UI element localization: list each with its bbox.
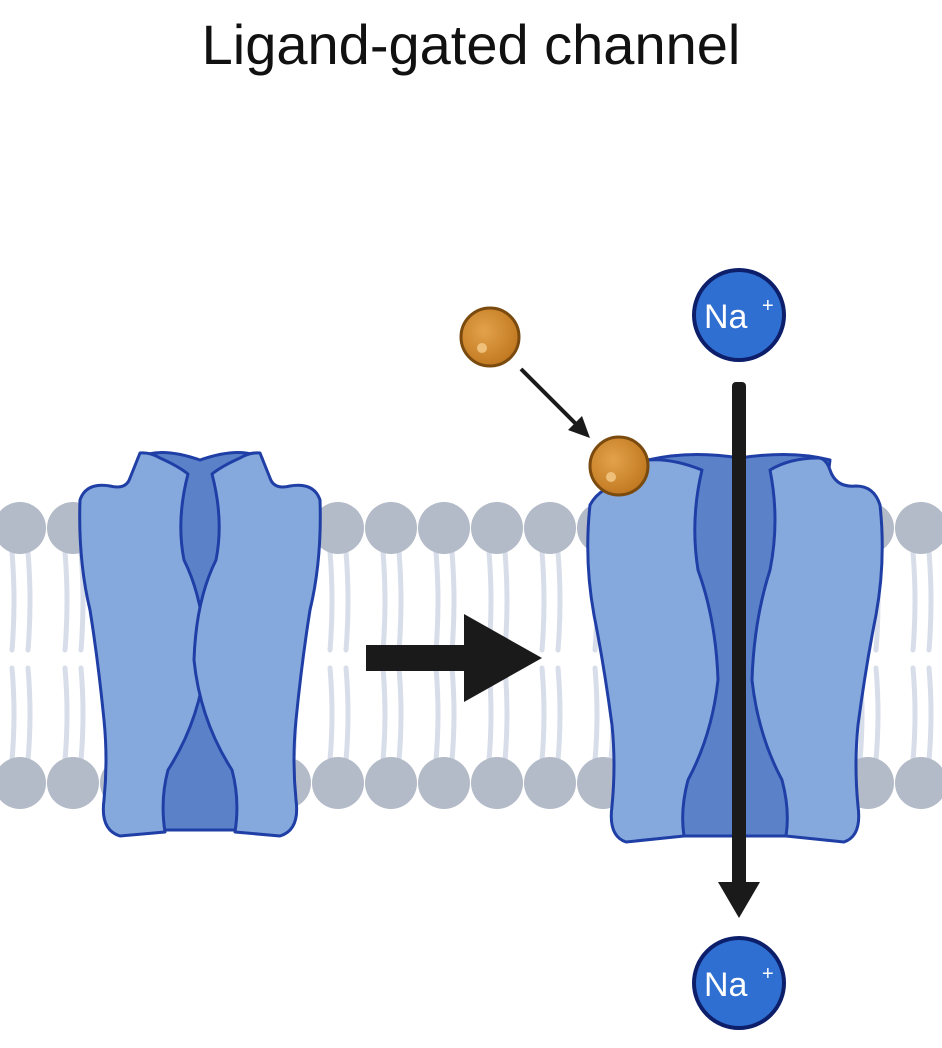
lipid-head	[47, 757, 99, 809]
lipid-tail	[380, 549, 388, 653]
lipid-tail	[327, 549, 335, 653]
sodium-ion-outside: Na +	[692, 268, 786, 362]
lipid-tail	[343, 665, 351, 763]
open-channel-subunit-left	[586, 458, 720, 844]
lipid-head	[895, 502, 942, 554]
lipid-tail	[910, 665, 918, 763]
lipid-head	[0, 757, 46, 809]
lipid-tail	[78, 665, 86, 763]
lipid-tail	[910, 549, 918, 653]
lipid-head	[418, 502, 470, 554]
lipid-tail	[396, 549, 404, 653]
lipid-head	[524, 757, 576, 809]
lipid-head	[312, 757, 364, 809]
lipid-head	[471, 502, 523, 554]
lipid-tail	[25, 549, 33, 653]
ligand-free	[459, 306, 521, 368]
lipid-tail	[502, 665, 510, 763]
ion-charge: +	[762, 295, 774, 317]
transition-arrow	[366, 614, 542, 702]
lipid-tail	[343, 549, 351, 653]
lipid-tail	[62, 665, 70, 763]
ligand-bound	[588, 435, 650, 497]
lipid-tail	[873, 665, 881, 763]
lipid-tail	[327, 665, 335, 763]
lipid-tail	[502, 549, 510, 653]
lipid-tail	[592, 665, 600, 763]
lipid-head	[365, 502, 417, 554]
sodium-ion-inside: Na +	[692, 936, 786, 1030]
ion-charge: +	[762, 963, 774, 985]
closed-channel-subunit-left	[78, 451, 208, 838]
lipid-tail	[926, 549, 934, 653]
lipid-tail	[926, 665, 934, 763]
diagram-title: Ligand-gated channel	[201, 13, 741, 76]
closed-channel	[78, 450, 322, 838]
closed-channel-subunit-right	[192, 451, 322, 838]
open-channel-subunit-right	[750, 456, 884, 844]
lipid-tail	[9, 549, 17, 653]
lipid-head	[0, 502, 46, 554]
lipid-head	[365, 757, 417, 809]
lipid-tail	[433, 665, 441, 763]
lipid-tail	[555, 665, 563, 763]
ion-flow-arrow	[718, 382, 760, 918]
lipid-head	[895, 757, 942, 809]
lipid-tail	[25, 665, 33, 763]
lipid-tail	[539, 549, 547, 653]
lipid-tail	[62, 549, 70, 653]
ion-label: Na	[704, 966, 748, 1004]
lipid-tail	[396, 665, 404, 763]
binding-arrow	[519, 367, 590, 438]
lipid-tail	[380, 665, 388, 763]
lipid-tail	[555, 549, 563, 653]
lipid-head	[524, 502, 576, 554]
lipid-head	[312, 502, 364, 554]
lipid-tail	[539, 665, 547, 763]
lipid-tail	[9, 665, 17, 763]
lipid-tail	[433, 549, 441, 653]
lipid-head	[471, 757, 523, 809]
lipid-head	[418, 757, 470, 809]
lipid-tail	[449, 665, 457, 763]
ion-label: Na	[704, 298, 748, 336]
lipid-tail	[449, 549, 457, 653]
